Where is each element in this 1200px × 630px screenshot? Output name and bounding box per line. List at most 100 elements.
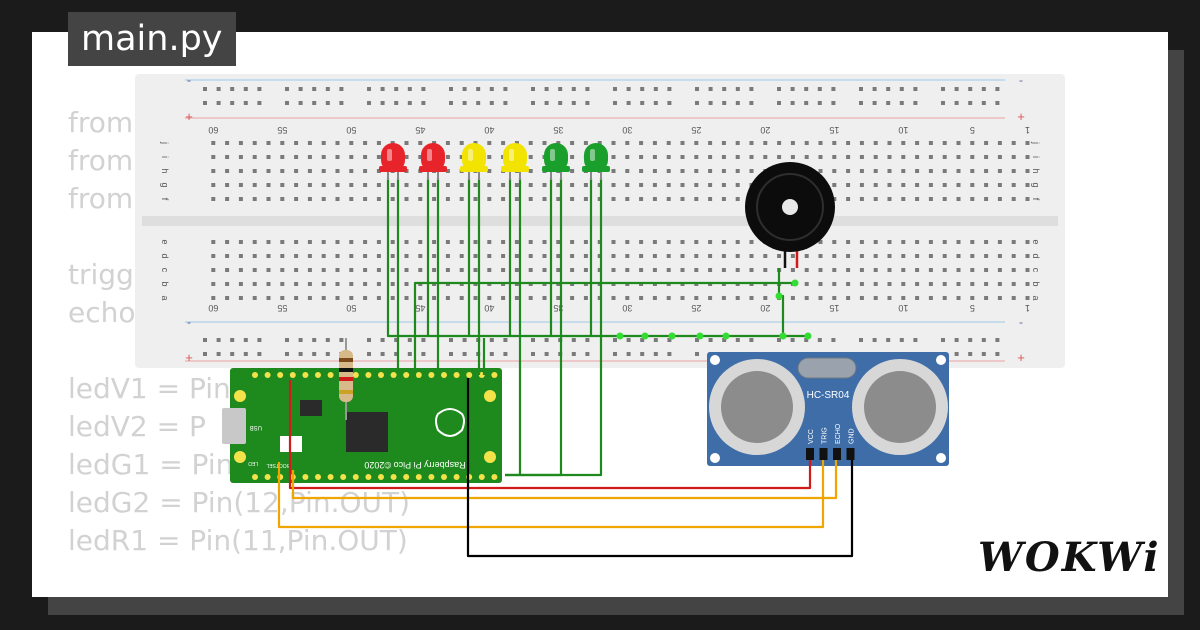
grid-hole [652, 183, 657, 187]
grid-hole [376, 268, 381, 272]
led-highlight [387, 149, 392, 161]
rail-minus-sign: - [1019, 315, 1023, 329]
grid-hole [666, 155, 671, 159]
code-line: from [68, 106, 134, 139]
grid-hole [625, 296, 630, 300]
grid-hole [804, 141, 809, 145]
rail-plus-sign: + [185, 109, 193, 124]
grid-hole [625, 155, 630, 159]
grid-hole [487, 268, 492, 272]
grid-hole [418, 183, 423, 187]
grid-hole [901, 268, 906, 272]
pico-pin [491, 372, 498, 378]
code-line: from [68, 144, 134, 177]
grid-hole [307, 197, 312, 201]
rail-hole [722, 87, 727, 91]
pico-pin [352, 474, 359, 480]
grid-hole [859, 254, 864, 258]
sensor-pin-label: VCC [808, 429, 815, 444]
grid-hole [942, 183, 947, 187]
led-red [419, 143, 447, 180]
grid-hole [542, 197, 547, 201]
grid-hole [570, 268, 575, 272]
column-number: 1 [1025, 125, 1030, 135]
grid-hole [432, 268, 437, 272]
rail-hole [421, 352, 426, 356]
grid-hole [556, 240, 561, 244]
grid-hole [859, 169, 864, 173]
wire-led-signal [505, 178, 603, 477]
sensor-mesh-left [721, 371, 793, 443]
pico-pin [403, 372, 410, 378]
grid-hole [1025, 254, 1030, 258]
grid-hole [708, 183, 713, 187]
file-tab[interactable]: main.py [68, 12, 236, 66]
grid-hole [514, 141, 519, 145]
grid-hole [459, 141, 464, 145]
column-number: 20 [760, 303, 770, 313]
grid-hole [928, 197, 933, 201]
grid-hole [956, 197, 961, 201]
rail-hole [407, 87, 412, 91]
rail-hole [421, 101, 426, 105]
grid-hole [473, 141, 478, 145]
grid-hole [928, 296, 933, 300]
pico-pin [302, 474, 309, 480]
grid-hole [942, 169, 947, 173]
grid-hole [528, 296, 533, 300]
column-number: 35 [553, 125, 563, 135]
rail-hole [203, 87, 207, 91]
rail-hole [708, 338, 713, 342]
grid-hole [749, 169, 754, 173]
grid-hole [928, 183, 933, 187]
grid-hole [859, 183, 864, 187]
grid-hole [252, 268, 257, 272]
grid-hole [501, 268, 506, 272]
grid-hole [418, 268, 423, 272]
raspberry-pi-pico[interactable]: Raspberry Pi Pico ©2020 USB BOOTSEL LED [222, 368, 502, 483]
grid-hole [280, 197, 285, 201]
grid-hole [349, 240, 354, 244]
pico-pin [264, 372, 271, 378]
grid-hole [901, 197, 906, 201]
grid-hole [735, 296, 740, 300]
rail-hole [708, 101, 713, 105]
rail-hole [243, 352, 248, 356]
grid-hole [735, 155, 740, 159]
grid-hole [583, 296, 588, 300]
grid-hole [956, 296, 961, 300]
grid-hole [404, 155, 409, 159]
grid-hole [804, 296, 809, 300]
rail-hole [325, 352, 330, 356]
grid-hole [956, 183, 961, 187]
led-rim [542, 166, 570, 172]
grid-hole [390, 268, 395, 272]
grid-hole [708, 141, 713, 145]
sensor-mount-hole [710, 453, 720, 463]
grid-hole [887, 169, 892, 173]
rail-hole [558, 87, 563, 91]
grid-hole [928, 141, 933, 145]
grid-hole [418, 254, 423, 258]
grid-hole [252, 296, 257, 300]
grid-hole [349, 169, 354, 173]
rail-hole [613, 352, 617, 356]
grid-hole [652, 155, 657, 159]
grid-hole [542, 183, 547, 187]
grid-hole [390, 141, 395, 145]
grid-hole [211, 254, 216, 258]
buzzer[interactable] [745, 162, 835, 268]
rail-hole [872, 338, 877, 342]
rail-hole [462, 87, 467, 91]
grid-hole [238, 254, 243, 258]
grid-hole [376, 296, 381, 300]
grid-hole [404, 254, 409, 258]
grid-hole [611, 296, 616, 300]
grid-hole [404, 183, 409, 187]
pico-pin [277, 372, 284, 378]
resistor[interactable] [339, 338, 353, 420]
grid-hole [666, 197, 671, 201]
grid-hole [335, 254, 340, 258]
